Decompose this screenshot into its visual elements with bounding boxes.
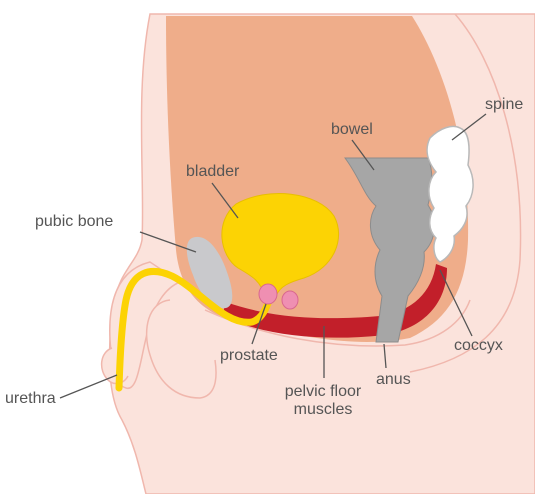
spine-sacrum-coccyx xyxy=(426,125,474,263)
bladder xyxy=(221,193,339,297)
label-anus: anus xyxy=(376,371,411,388)
scrotum-outline xyxy=(145,299,217,399)
pubic-bone-leader xyxy=(139,231,197,253)
label-coccyx: coccyx xyxy=(454,337,503,354)
spine-leader xyxy=(451,113,487,141)
bowel xyxy=(344,157,435,343)
prostate-leader xyxy=(251,303,267,345)
bladder-leader xyxy=(211,182,239,219)
label-spine: spine xyxy=(485,96,524,113)
urethra xyxy=(115,268,277,392)
anus-leader xyxy=(383,343,387,369)
label-pelvic-floor-muscles: pelvic floor muscles xyxy=(268,383,378,420)
label-pubic-bone: pubic bone xyxy=(35,213,114,230)
label-bladder: bladder xyxy=(186,163,240,180)
bowel-leader xyxy=(351,139,375,171)
urethra-leader xyxy=(59,374,118,399)
prostate-right xyxy=(281,290,299,310)
coccyx-leader xyxy=(439,269,473,337)
label-pelvic-floor-line1: pelvic floor xyxy=(284,383,362,400)
buttock-outline xyxy=(409,13,522,373)
label-prostate: prostate xyxy=(220,347,278,364)
label-pelvic-floor-line2: muscles xyxy=(293,401,353,419)
prostate-left xyxy=(258,283,278,305)
label-urethra: urethra xyxy=(5,390,56,407)
pelvic-wall-line xyxy=(204,299,471,347)
label-bowel: bowel xyxy=(331,121,373,138)
pubic-bone xyxy=(186,236,233,309)
